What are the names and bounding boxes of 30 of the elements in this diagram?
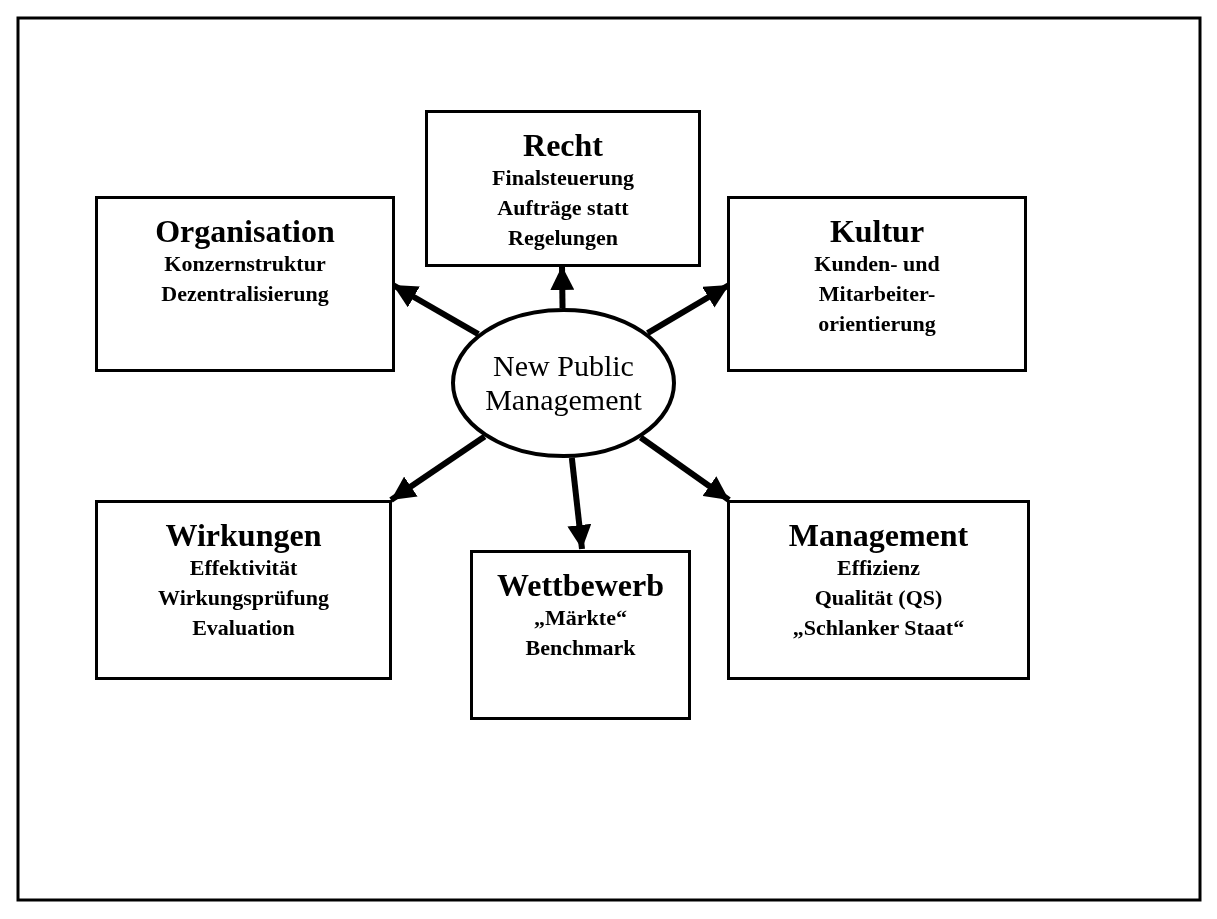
topic-box [95,500,392,680]
topic-box [95,196,395,372]
topic-box [727,196,1027,372]
box-text: Dezentralisierung [161,280,329,308]
box-heading: Kultur [829,213,925,249]
box-text: Effizienz [836,554,921,582]
box-text: „Schlanker Staat“ [792,614,965,642]
arrow [550,265,575,309]
box-text: Aufträge statt Regelungen [496,194,630,252]
arrow [389,434,487,503]
box-heading: Recht [523,127,603,163]
box-text: Finalsteuerung [492,164,634,192]
box-text: Wirkungsprüfung [158,584,329,612]
box-heading: Wirkungen [165,517,322,553]
arrow [638,435,731,503]
box-text: Effektivität [189,554,298,582]
topic-box [425,110,701,267]
box-heading: Organisation [155,213,335,249]
box-heading: Management [788,517,969,553]
arrow [567,457,592,550]
topic-box [727,500,1030,680]
box-text: Evaluation [192,614,295,642]
box-text: Kunden- und Mitarbeiter-orientierung [813,250,941,338]
node-title: New Public Management [484,349,643,417]
box-text: „Märkte“ [534,604,627,632]
box-text: Benchmark [525,634,636,662]
box-text: Konzernstruktur [164,250,326,278]
topic-box [470,550,691,720]
box-text: Qualität (QS) [814,584,943,612]
box-heading: Wettbewerb [496,567,665,603]
